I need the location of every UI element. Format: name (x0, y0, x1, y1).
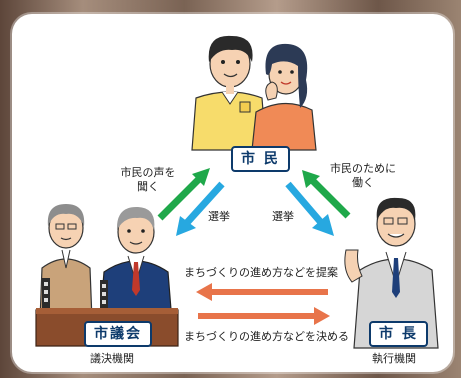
label-voice-line1: 市民の声を (120, 166, 176, 179)
label-proposal: まちづくりの進め方などを提案 (184, 266, 338, 279)
arrow-decision (198, 307, 330, 325)
label-election-left: 選挙 (208, 210, 230, 223)
arrow-election-left (176, 181, 225, 236)
council-role-caption: 議決機関 (90, 352, 134, 365)
label-work-line1: 市民のために (330, 162, 396, 175)
citizens-badge: 市 民 (231, 146, 290, 172)
label-work-line2: 働く (352, 176, 374, 189)
mayor-badge: 市 長 (369, 321, 428, 347)
citizens-illustration (191, 35, 317, 151)
arrow-proposal (196, 283, 328, 301)
mayor-role-caption: 執行機関 (372, 352, 416, 365)
label-voice-line2: 聞く (137, 180, 159, 193)
label-decision: まちづくりの進め方などを決める (184, 330, 349, 343)
council-badge: 市議会 (84, 321, 152, 347)
arrow-voice-green (157, 168, 210, 221)
label-election-right: 選挙 (272, 210, 294, 223)
arrow-election-right (285, 181, 334, 236)
arrow-work-green (302, 170, 351, 219)
